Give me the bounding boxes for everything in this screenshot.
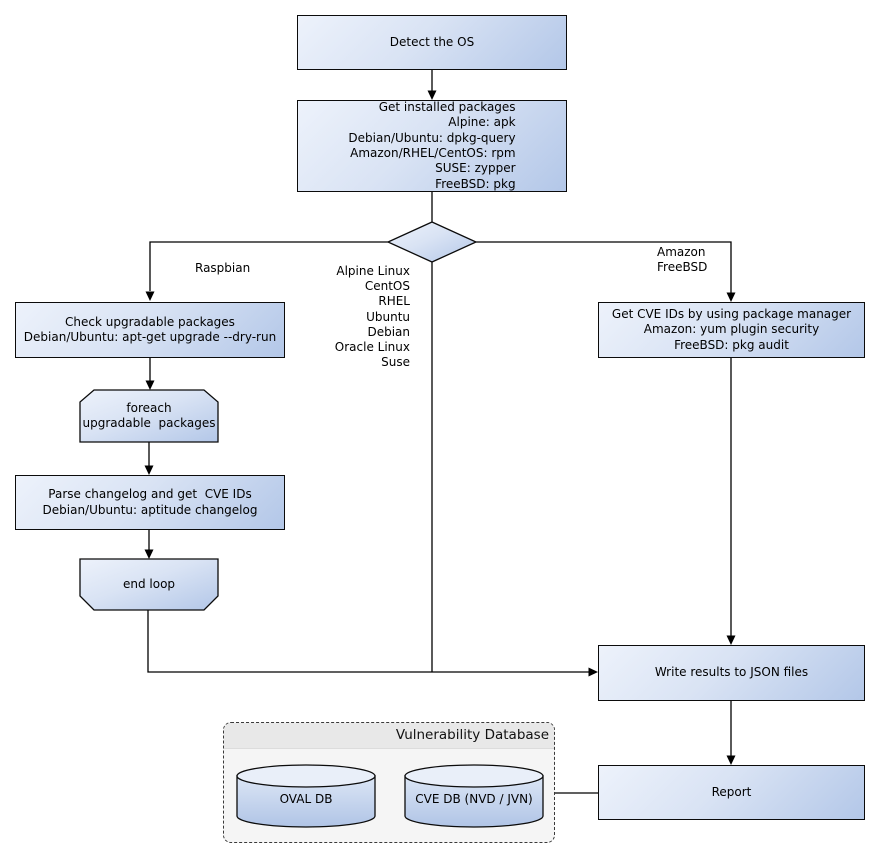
node-check-upgradable-packages: Check upgradable packages Debian/Ubuntu:… [15, 302, 285, 358]
node-write-results: Write results to JSON files [598, 645, 865, 701]
arrowhead-down-icon [144, 465, 154, 475]
edge-label-os-list: Alpine Linux CentOS RHEL Ubuntu Debian O… [334, 264, 410, 370]
arrowhead-down-icon [145, 291, 155, 301]
node-report-label: Report [711, 784, 752, 799]
node-report: Report [598, 765, 865, 820]
node-detect-os: Detect the OS [297, 15, 567, 70]
edge-label-raspbian: Raspbian [195, 261, 251, 275]
node-get-installed-packages: Get installed packages Alpine: apk Debia… [297, 100, 567, 192]
end-loop-shape [79, 558, 219, 611]
os-decision-diamond [386, 221, 478, 263]
node-end-loop-label: end loop [122, 576, 176, 591]
foreach-loop-shape [79, 389, 219, 443]
node-check-upgradable-packages-label: Check upgradable packages Debian/Ubuntu:… [23, 314, 277, 344]
node-write-results-label: Write results to JSON files [654, 665, 809, 680]
vulnerability-database-title: Vulnerability Database [224, 723, 554, 749]
arrowhead-down-icon [726, 635, 736, 645]
node-foreach-loop-label: foreach upgradable packages [82, 400, 216, 430]
arrowhead-down-icon [726, 292, 736, 302]
node-get-installed-packages-label: Get installed packages Alpine: apk Debia… [348, 99, 516, 191]
vulnerability-database-group: Vulnerability Database [223, 722, 555, 843]
arrowhead-down-icon [144, 549, 154, 559]
node-get-cve-ids-label: Get CVE IDs by using package manager Ama… [611, 306, 852, 352]
node-parse-changelog-label: Parse changelog and get CVE IDs Debian/U… [42, 487, 258, 517]
arrowhead-right-icon [588, 667, 598, 677]
arrowhead-down-icon [726, 755, 736, 765]
node-parse-changelog: Parse changelog and get CVE IDs Debian/U… [15, 475, 285, 530]
arrowhead-down-icon [145, 380, 155, 390]
connector-endloop-to-write [147, 610, 589, 673]
node-detect-os-label: Detect the OS [389, 34, 475, 49]
node-get-cve-ids: Get CVE IDs by using package manager Ama… [598, 302, 865, 358]
arrowhead-down-icon [427, 90, 437, 100]
edge-label-amazon-freebsd: Amazon FreeBSD [657, 245, 708, 275]
